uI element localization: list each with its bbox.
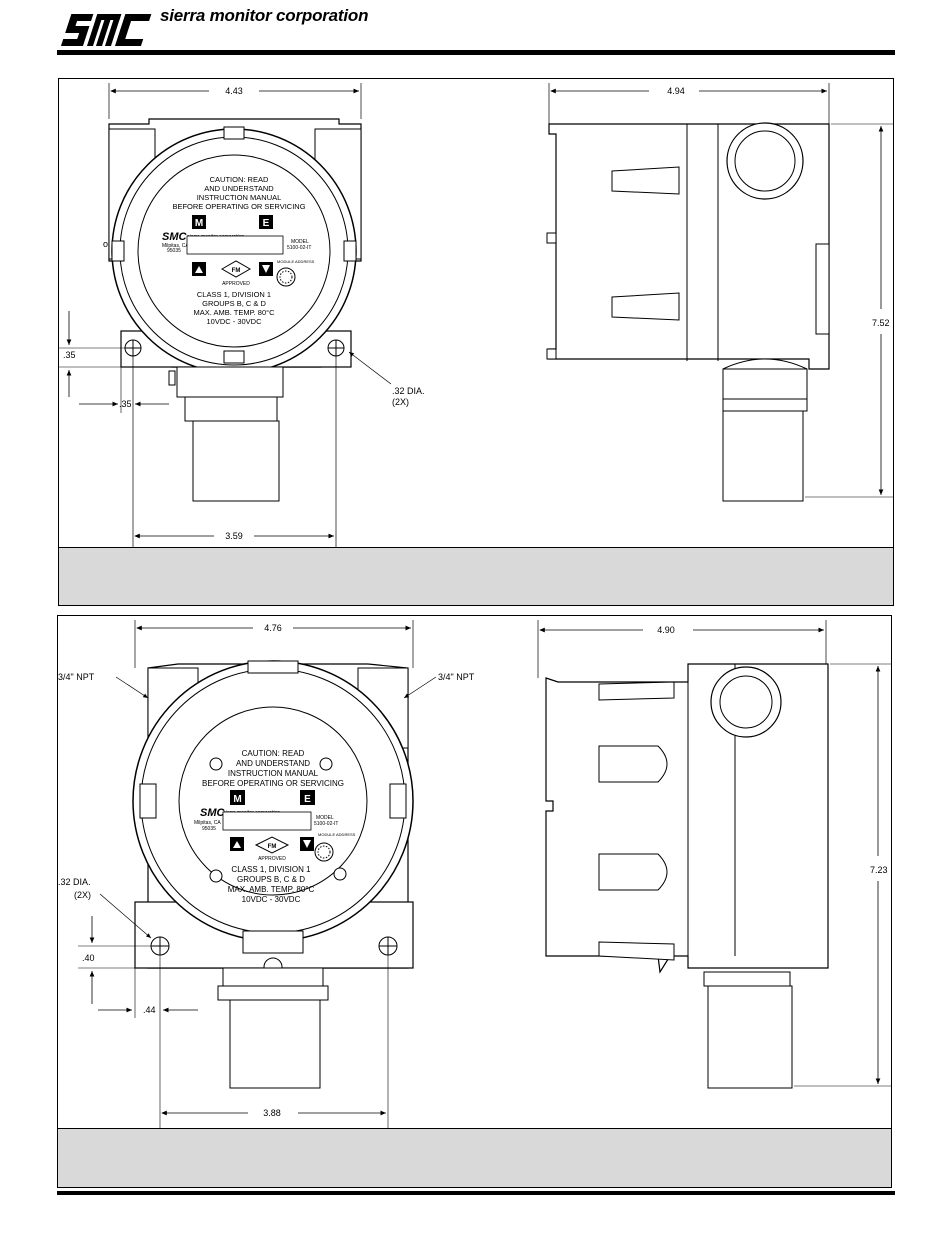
dim-mount-spacing: 3.59 bbox=[225, 531, 243, 541]
caution-line-3: INSTRUCTION MANUAL bbox=[228, 769, 319, 778]
figure-1-caption-bar bbox=[59, 547, 893, 605]
dim-height-right: 7.52 bbox=[872, 318, 890, 328]
up-arrow-icon bbox=[195, 266, 203, 273]
address-dial-icon bbox=[276, 267, 296, 287]
screw-icon bbox=[209, 869, 223, 883]
mount-hole-right bbox=[327, 339, 345, 357]
display-window bbox=[186, 235, 284, 255]
page-header: sierra monitor corporation bbox=[0, 0, 950, 60]
screw-icon bbox=[333, 867, 347, 881]
fm-label: FM bbox=[232, 268, 241, 274]
dim-left-vertical: .35 bbox=[63, 350, 76, 360]
small-logo: SMC bbox=[162, 231, 188, 243]
caution-line-1: CAUTION: READ bbox=[242, 749, 305, 758]
mount-hole-right bbox=[378, 936, 398, 956]
figure-2-panel: CAUTION: READ AND UNDERSTAND INSTRUCTION… bbox=[57, 615, 892, 1188]
dim-left-horizontal: .44 bbox=[143, 1005, 156, 1015]
caution-line-3: INSTRUCTION MANUAL bbox=[197, 193, 282, 202]
class-line-4: 10VDC - 30VDC bbox=[242, 895, 301, 904]
figure-2-drawing: CAUTION: READ AND UNDERSTAND INSTRUCTION… bbox=[58, 620, 891, 1128]
caution-line-2: AND UNDERSTAND bbox=[236, 759, 310, 768]
screw-icon bbox=[319, 757, 333, 771]
approved: APPROVED bbox=[258, 856, 286, 862]
up-arrow-icon bbox=[233, 841, 241, 848]
fm-diamond-icon bbox=[220, 260, 252, 278]
model-label: MODEL bbox=[316, 815, 334, 821]
module-address: MODULE ADDRESS bbox=[277, 259, 315, 264]
dim-width-top: 4.76 bbox=[264, 623, 282, 633]
header-divider bbox=[57, 50, 895, 55]
button-e-label: E bbox=[263, 218, 270, 229]
dim-left-vertical: .40 bbox=[82, 953, 95, 963]
button-m-label: M bbox=[233, 794, 241, 805]
dim-left-horizontal: .35 bbox=[119, 399, 132, 409]
button-m bbox=[230, 790, 245, 805]
zip: 95035 bbox=[202, 826, 216, 832]
dim-width-top: 4.43 bbox=[225, 86, 243, 96]
class-line-2: GROUPS B, C & D bbox=[237, 875, 305, 884]
company-name: sierra monitor corporation bbox=[160, 6, 369, 25]
npt-right: 3/4" NPT bbox=[438, 672, 475, 682]
caution-line-4: BEFORE OPERATING OR SERVICING bbox=[172, 202, 305, 211]
caution-line-1: CAUTION: READ bbox=[210, 175, 269, 184]
screw-icon bbox=[209, 757, 223, 771]
small-logo: SMC bbox=[200, 807, 226, 819]
button-e bbox=[300, 790, 315, 805]
zip: 95035 bbox=[167, 248, 181, 254]
class-line-3: MAX. AMB. TEMP. 80°C bbox=[193, 308, 275, 317]
hole-callout-2: (2X) bbox=[392, 397, 409, 407]
figure-1-drawing: o CAUTION: READ AND UNDERSTAND INSTRUCTI… bbox=[59, 83, 893, 547]
fm-diamond-icon bbox=[254, 836, 290, 854]
model-label: MODEL bbox=[291, 239, 309, 245]
smc-logo bbox=[60, 14, 152, 46]
city: Milpitas, CA bbox=[194, 820, 221, 826]
dim-mount-spacing: 3.88 bbox=[263, 1108, 281, 1118]
approved: APPROVED bbox=[222, 281, 250, 287]
npt-left: 3/4" NPT bbox=[58, 672, 95, 682]
module-address: MODULE ADDRESS bbox=[318, 832, 356, 837]
class-line-3: MAX. AMB. TEMP. 80°C bbox=[228, 885, 315, 894]
plug-mark: o bbox=[103, 239, 108, 249]
hole-callout-2: (2X) bbox=[74, 890, 91, 900]
dim-depth-top: 4.94 bbox=[667, 86, 685, 96]
dim-depth-top: 4.90 bbox=[657, 625, 675, 635]
dim-height-right: 7.23 bbox=[870, 865, 888, 875]
address-dial-icon bbox=[314, 842, 334, 862]
footer-divider bbox=[57, 1191, 895, 1195]
button-m-label: M bbox=[195, 218, 203, 229]
model-number: 5100-02-IT bbox=[314, 821, 338, 827]
hole-callout-1: .32 DIA. bbox=[392, 386, 425, 396]
figure-2-caption-bar bbox=[58, 1128, 891, 1187]
button-e-label: E bbox=[304, 794, 311, 805]
class-line-4: 10VDC - 30VDC bbox=[206, 317, 262, 326]
model-number: 5100-02-IT bbox=[287, 245, 311, 251]
down-arrow-icon bbox=[303, 840, 311, 848]
class-line-1: CLASS 1, DIVISION 1 bbox=[231, 865, 311, 874]
button-e bbox=[259, 215, 273, 229]
fm-label: FM bbox=[268, 844, 277, 850]
figure-1-panel: o CAUTION: READ AND UNDERSTAND INSTRUCTI… bbox=[58, 78, 894, 606]
mount-hole-left bbox=[150, 936, 170, 956]
button-m bbox=[192, 215, 206, 229]
mount-hole-left bbox=[124, 339, 142, 357]
class-line-2: GROUPS B, C & D bbox=[202, 299, 266, 308]
hole-callout-1: .32 DIA. bbox=[58, 877, 91, 887]
city: Milpitas, CA bbox=[162, 243, 189, 249]
display-window bbox=[222, 811, 312, 831]
class-line-1: CLASS 1, DIVISION 1 bbox=[197, 290, 271, 299]
caution-line-2: AND UNDERSTAND bbox=[204, 184, 274, 193]
down-arrow-icon bbox=[262, 265, 270, 273]
caution-line-4: BEFORE OPERATING OR SERVICING bbox=[202, 779, 344, 788]
